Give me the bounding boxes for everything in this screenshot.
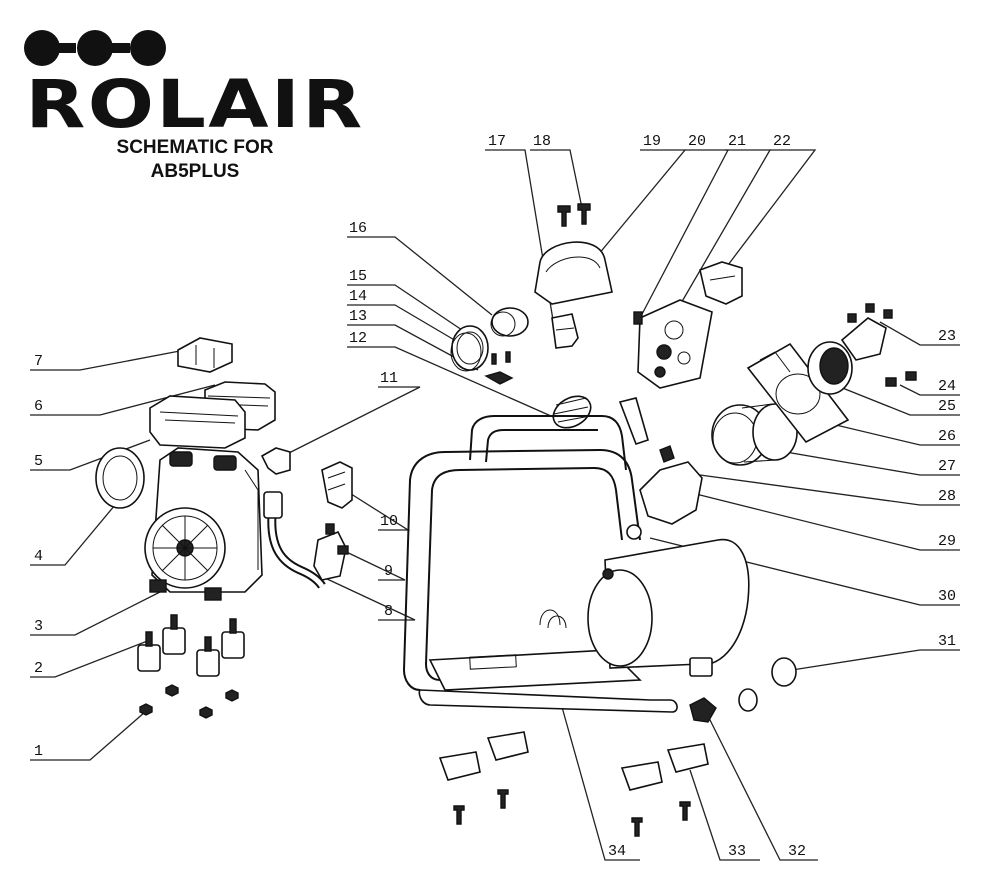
callout-1: 1 bbox=[34, 743, 43, 760]
callout-9: 9 bbox=[384, 563, 393, 580]
pump-motor-assembly bbox=[95, 337, 276, 719]
callout-21: 21 bbox=[728, 133, 746, 150]
schematic-caption: SCHEMATIC FOR bbox=[116, 137, 274, 158]
brand-logo: ROLAIR bbox=[25, 66, 365, 143]
callout-labels: 1 2 3 4 5 6 7 8 9 10 11 12 13 14 15 16 1… bbox=[34, 133, 956, 860]
frame-and-tank bbox=[402, 415, 750, 713]
callout-20: 20 bbox=[688, 133, 706, 150]
callout-16: 16 bbox=[349, 220, 367, 237]
logo-dots-icon bbox=[24, 30, 166, 66]
callout-12: 12 bbox=[349, 330, 367, 347]
callout-18: 18 bbox=[533, 133, 551, 150]
callout-25: 25 bbox=[938, 398, 956, 415]
feet-and-drain bbox=[438, 657, 797, 837]
callout-8: 8 bbox=[384, 603, 393, 620]
model-caption: AB5PLUS bbox=[150, 161, 240, 182]
callout-11: 11 bbox=[380, 370, 398, 387]
callout-23: 23 bbox=[938, 328, 956, 345]
callout-10: 10 bbox=[380, 513, 398, 530]
callout-4: 4 bbox=[34, 548, 43, 565]
callout-7: 7 bbox=[34, 353, 43, 370]
callout-32: 32 bbox=[788, 843, 806, 860]
brand-block: ROLAIR SCHEMATIC FOR AB5PLUS bbox=[24, 28, 362, 184]
callout-31: 31 bbox=[938, 633, 956, 650]
callout-5: 5 bbox=[34, 453, 43, 470]
callout-13: 13 bbox=[349, 308, 367, 325]
callout-15: 15 bbox=[349, 268, 367, 285]
callout-24: 24 bbox=[938, 378, 956, 395]
callout-28: 28 bbox=[938, 488, 956, 505]
callout-33: 33 bbox=[728, 843, 746, 860]
callout-22: 22 bbox=[773, 133, 791, 150]
callout-19: 19 bbox=[643, 133, 661, 150]
callout-27: 27 bbox=[938, 458, 956, 475]
regulator-manifold-assembly bbox=[618, 303, 917, 540]
callout-26: 26 bbox=[938, 428, 956, 445]
callout-30: 30 bbox=[938, 588, 956, 605]
callout-17: 17 bbox=[488, 133, 506, 150]
callout-3: 3 bbox=[34, 618, 43, 635]
callout-6: 6 bbox=[34, 398, 43, 415]
callout-29: 29 bbox=[938, 533, 956, 550]
callout-14: 14 bbox=[349, 288, 367, 305]
callout-2: 2 bbox=[34, 660, 43, 677]
filter-and-shroud-parts bbox=[450, 203, 743, 429]
callout-34: 34 bbox=[608, 843, 626, 860]
hose-and-fittings bbox=[260, 447, 353, 589]
